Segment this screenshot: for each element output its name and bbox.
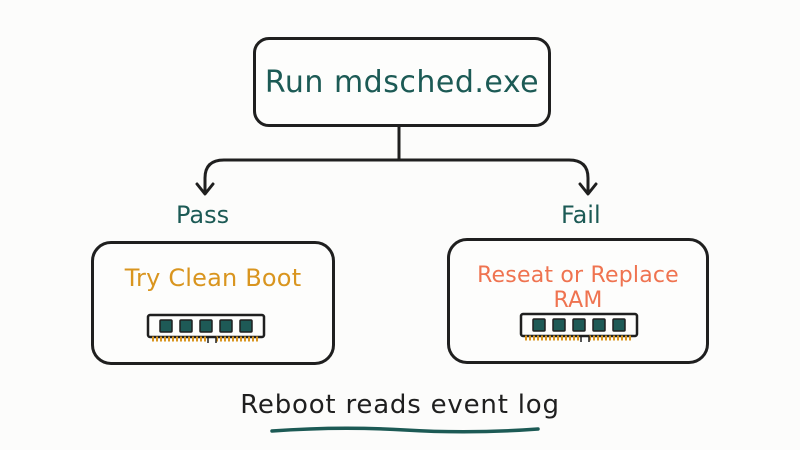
footer-underline xyxy=(270,426,540,434)
ram-module-icon xyxy=(519,312,639,342)
root-step-box: Run mdsched.exe xyxy=(253,37,551,127)
arrowhead-fail xyxy=(578,182,598,196)
branch-label-fail: Fail xyxy=(561,201,601,229)
ram-module-icon xyxy=(146,313,266,343)
arrowhead-pass xyxy=(195,182,215,196)
outcome-box-pass: Try Clean Boot xyxy=(91,241,335,365)
root-step-label: Run mdsched.exe xyxy=(264,64,540,100)
outcome-box-fail: Reseat or Replace RAM xyxy=(447,238,709,364)
connector-to-pass xyxy=(203,158,401,194)
branch-label-pass: Pass xyxy=(176,201,230,229)
footer-note: Reboot reads event log xyxy=(240,390,560,420)
outcome-label-fail: Reseat or Replace RAM xyxy=(477,263,679,313)
connector-to-fail xyxy=(397,158,590,194)
outcome-label-pass: Try Clean Boot xyxy=(124,264,302,292)
